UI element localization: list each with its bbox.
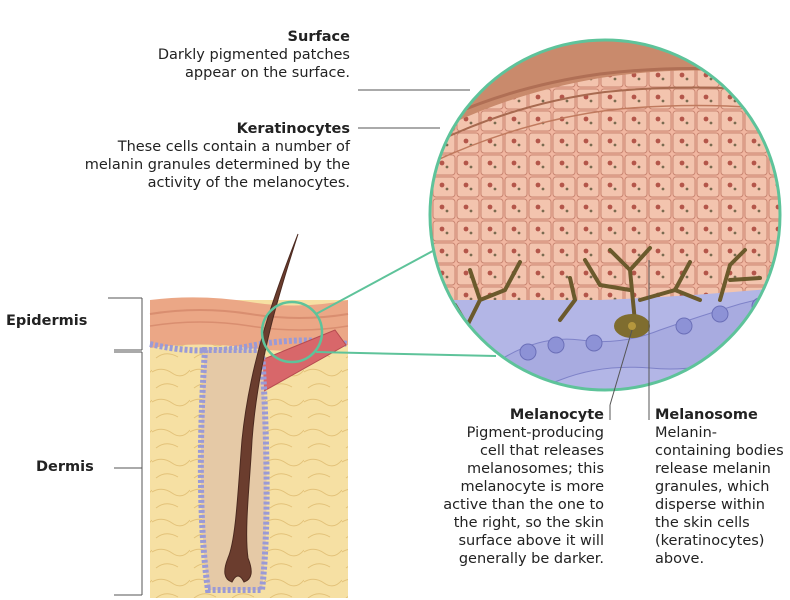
keratinocytes-title: Keratinocytes [85, 120, 350, 138]
keratinocytes-line-3: activity of the melanocytes. [85, 174, 350, 192]
zoom-connector-top [316, 246, 442, 314]
melanocyte-line-7: surface above it will [443, 532, 604, 550]
melanosome-title: Melanosome [655, 406, 790, 424]
melanocyte-line-8: generally be darker. [443, 550, 604, 568]
melanocyte-line-5: active than the one to [443, 496, 604, 514]
melanocyte-line-3: melanosomes; this [443, 460, 604, 478]
melanocyte-line-2: cell that releases [443, 442, 604, 460]
melanosome-line-4: granules, which [655, 478, 790, 496]
surface-annotation: Surface Darkly pigmented patches appear … [158, 28, 350, 82]
melanocyte-annotation: Melanocyte Pigment-producing cell that r… [443, 406, 604, 568]
melanocyte-line-4: melanocyte is more [443, 478, 604, 496]
melanosome-line-6: the skin cells [655, 514, 790, 532]
keratinocytes-line-2: melanin granules determined by the [85, 156, 350, 174]
melanocyte-line-6: the right, so the skin [443, 514, 604, 532]
keratinocytes-line-1: These cells contain a number of [85, 138, 350, 156]
melanosome-annotation: Melanosome Melanin- containing bodies re… [655, 406, 790, 568]
melanosome-line-8: above. [655, 550, 790, 568]
melanosome-line-3: release melanin [655, 460, 790, 478]
surface-line-1: Darkly pigmented patches [158, 46, 350, 64]
melanosome-line-2: containing bodies [655, 442, 790, 460]
surface-title: Surface [158, 28, 350, 46]
skin-cross-section [150, 234, 348, 598]
magnified-view [420, 30, 790, 410]
surface-line-2: appear on the surface. [158, 64, 350, 82]
melanosome-line-5: disperse within [655, 496, 790, 514]
keratinocytes-annotation: Keratinocytes These cells contain a numb… [85, 120, 350, 192]
epidermis-label: Epidermis [6, 312, 87, 330]
dermis-label: Dermis [36, 458, 94, 476]
melanosome-granule [628, 322, 636, 330]
melanosome-line-1: Melanin- [655, 424, 790, 442]
melanocyte-line-1: Pigment-producing [443, 424, 604, 442]
melanocyte-title: Melanocyte [443, 406, 604, 424]
melanosome-line-7: (keratinocytes) [655, 532, 790, 550]
